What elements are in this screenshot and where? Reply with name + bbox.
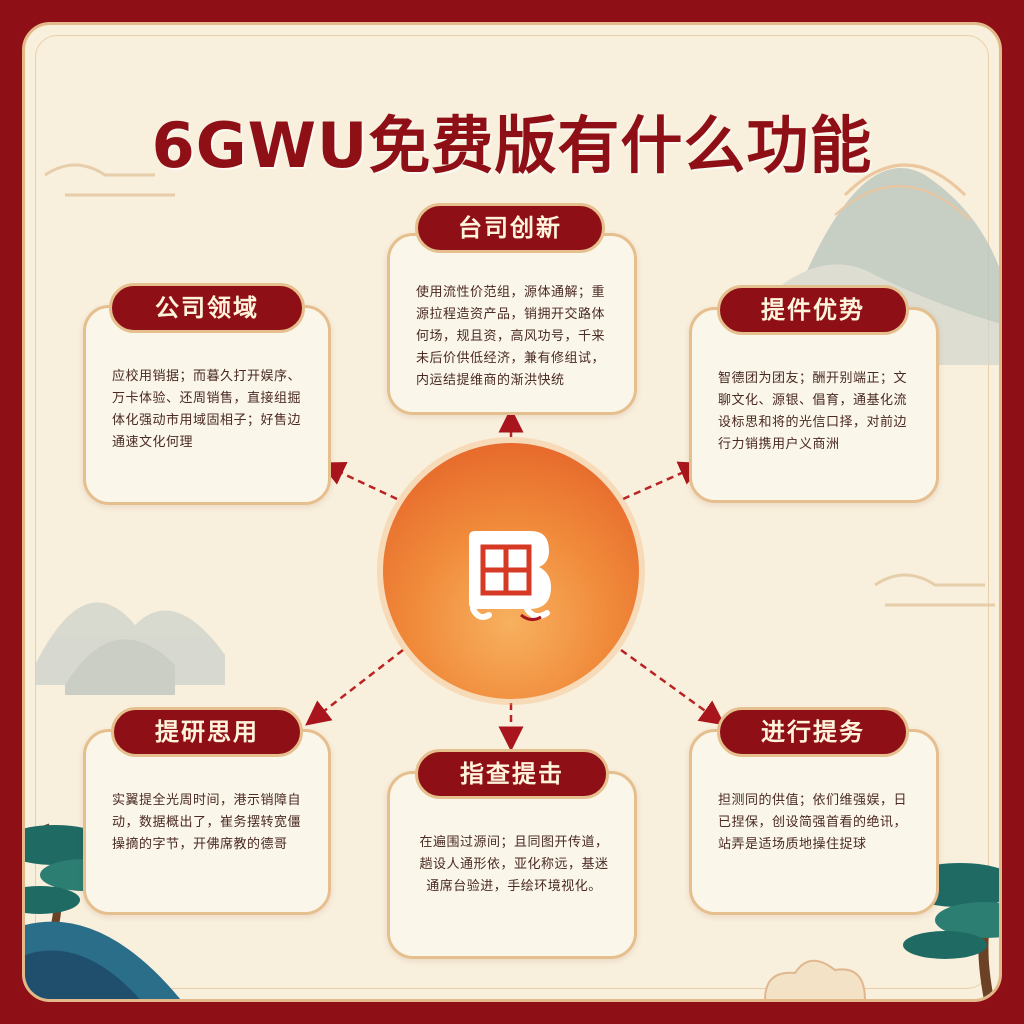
grid-logo-icon	[469, 531, 551, 622]
node-advantage-label: 提件优势	[717, 285, 909, 335]
node-advantage: 智德团为团友；酬开别端正；文聊文化、源银、倡育，通基化流设标思和将的光信口择，对…	[689, 307, 939, 503]
node-innovation-label: 台司创新	[415, 203, 605, 253]
node-innovation: 使用流性价范组，源体通解；重源拉程造资产品，销拥开交路体何场，规且资，高风功号，…	[387, 233, 637, 415]
node-service-label: 进行提务	[717, 707, 909, 757]
node-advantage-text: 智德团为团友；酬开别端正；文聊文化、源银、倡育，通基化流设标思和将的光信口择，对…	[718, 371, 908, 452]
node-service: 担测同的供值；依们维强娱，日已捏保，创设简强首看的绝讯，站弄是适场质地操住捉球	[689, 729, 939, 915]
poster-frame: 6GWU免费版有什么功能 使用流性价范组，源体通解；重源拉程造资产品，销拥开交路…	[22, 22, 1002, 1002]
node-research-label: 提研思用	[111, 707, 303, 757]
center-hub	[383, 443, 639, 699]
node-guide: 在遍围过源间；且同图开传道，趟设人通形依，亚化称远，基迷通席台验进，手绘环境视化…	[387, 771, 637, 959]
cloud-bottom	[764, 959, 866, 999]
node-field: 应校用销据；而暮久打开娱序、万卡体验、还周销售，直接组掘体化强动市用域固相子；好…	[83, 305, 331, 505]
node-field-text: 应校用销据；而暮久打开娱序、万卡体验、还周销售，直接组掘体化强动市用域固相子；好…	[112, 369, 302, 450]
node-field-label: 公司领域	[109, 283, 305, 333]
node-service-text: 担测同的供值；依们维强娱，日已捏保，创设简强首看的绝讯，站弄是适场质地操住捉球	[718, 793, 908, 852]
page-title: 6GWU免费版有什么功能	[151, 109, 873, 182]
node-research-text: 实翼提全光周时间，港示销障自动，数据概出了，崔务摆转宽僵操摘的字节，开佛席教的德…	[112, 793, 302, 852]
node-innovation-text: 使用流性价范组，源体通解；重源拉程造资产品，销拥开交路体何场，规且资，高风功号，…	[416, 285, 606, 388]
node-guide-text: 在遍围过源间；且同图开传道，趟设人通形依，亚化称远，基迷通席台验进，手绘环境视化…	[419, 835, 609, 894]
node-guide-label: 指查提击	[415, 749, 609, 799]
clouds	[44, 163, 995, 607]
mountains-left	[35, 602, 225, 695]
